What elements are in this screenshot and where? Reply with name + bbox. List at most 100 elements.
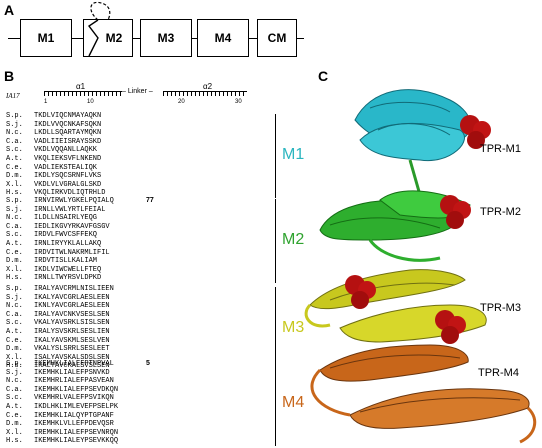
motif-label: M2 bbox=[282, 231, 305, 248]
species-label: A.t. bbox=[6, 155, 23, 163]
tick-10: 10 bbox=[87, 99, 94, 105]
alignment-row: A.t.IKDLHKLIMLEVEFPSELPK bbox=[6, 403, 118, 412]
sequence: VKDLVLVGRALGLSKD bbox=[34, 180, 102, 189]
species-label: S.p. bbox=[6, 197, 23, 205]
species-label: H.s. bbox=[6, 274, 23, 283]
domain-m2-label: M2 bbox=[105, 31, 123, 45]
species-label: C.e. bbox=[6, 336, 23, 345]
alpha2-helix bbox=[163, 91, 247, 96]
sequence: IKALYAVSKMLSESLVEN bbox=[34, 336, 110, 345]
alignment-row: S.c. VKEMHRLVALEFPSVIKQN bbox=[6, 394, 114, 403]
species-label: S.j. bbox=[6, 368, 23, 377]
sequence: IRNLIRYYKLALLAKQ bbox=[34, 240, 102, 248]
species-label: H.s. bbox=[6, 362, 23, 371]
sequence: IKEMHKLVLLEFPDEVQSR bbox=[34, 420, 114, 429]
species-label: C.a. bbox=[6, 310, 23, 319]
alignment-row: C.e. IKALYAVSKMLSESLVEN bbox=[6, 337, 110, 346]
tpr-label-m3: TPR-M3 bbox=[480, 302, 521, 314]
motif-label: M4 bbox=[282, 394, 305, 411]
species-label: S.j. bbox=[6, 293, 23, 302]
species-label: X.l. bbox=[6, 265, 23, 274]
species-label: D.m. bbox=[6, 257, 23, 266]
sequence: IKDLYSQCSRNFLVKS bbox=[34, 172, 102, 181]
linker-label: – Linker – bbox=[122, 88, 153, 95]
sequence: TKDLVIQCNMAYAQKN bbox=[34, 112, 102, 120]
alignment-row: A.t.IRNLIRYYKLALLAKQ bbox=[6, 240, 101, 249]
sequence: VKALYAVSRKLSISLSEN bbox=[34, 319, 110, 328]
alpha1-label: α1 bbox=[76, 82, 86, 91]
sequence: IRNLLTWYRSVLDPKD bbox=[34, 274, 102, 283]
species-label: C.e. bbox=[6, 411, 23, 420]
alignment-row: C.a.IRALYAVCNKVSESLSEN bbox=[6, 311, 110, 320]
sequence: ILDLLNSAIRLYEQG bbox=[34, 214, 98, 223]
species-label: S.j. bbox=[6, 205, 23, 214]
sequence: IRNVIRWLYGKELPQIALQ bbox=[34, 197, 114, 205]
alignment-row: S.c.IRDVLFWVCSFFEKQ bbox=[6, 231, 97, 240]
alignment-row: N.c.IKEMHRLIALEFPASVEAN bbox=[6, 377, 114, 386]
species-label: X.l. bbox=[6, 353, 23, 362]
sequence: VKQLIRKVDLIQTRHLD bbox=[34, 189, 106, 198]
alignment-row: N.c. IKNLYAVCGRLAESLEEN bbox=[6, 302, 110, 311]
alignment-row: S.j.IKEMHKLIALEFPSNVKD bbox=[6, 369, 110, 378]
tpr-label-m2: TPR-M2 bbox=[480, 206, 521, 218]
species-label: C.a. bbox=[6, 222, 23, 231]
species-label: D.m. bbox=[6, 420, 23, 429]
species-label: N.c. bbox=[6, 302, 23, 311]
spheres-m2 bbox=[440, 195, 471, 229]
tpr-structure bbox=[304, 89, 537, 444]
species-label: H.s. bbox=[6, 437, 23, 446]
alignment-row: N.c. ILDLLNSAIRLYEQG bbox=[6, 214, 97, 223]
species-label: S.j. bbox=[6, 120, 23, 129]
sequence: IKALYAVCKALSVSLSEN bbox=[34, 362, 110, 371]
domain-box-m3: M3 bbox=[140, 19, 192, 57]
species-label: N.c. bbox=[6, 214, 23, 223]
alignment-row: D.m. IRDVTISLLKALIAM bbox=[6, 257, 97, 266]
sequence: IRDVITWLNAKRMLIFIL bbox=[34, 248, 110, 257]
sequence: IKNLYAVCGRLAESLEEN bbox=[34, 302, 110, 311]
tpr-label-m4: TPR-M4 bbox=[478, 367, 519, 379]
alignment-row: C.e. IKEMHKLIALQYPTGPANF bbox=[6, 412, 114, 421]
species-label: C.a. bbox=[6, 137, 23, 146]
species-label: S.p. bbox=[6, 112, 23, 120]
sequence: IKEMHKLIALEFPTNPVAL bbox=[34, 360, 114, 368]
species-label: S.c. bbox=[6, 394, 23, 403]
alignment-row: X.l.VKDLVLVGRALGLSKD bbox=[6, 181, 101, 190]
alpha1-helix bbox=[44, 91, 122, 96]
motif-bracket bbox=[275, 199, 276, 283]
species-label: A.t. bbox=[6, 328, 23, 336]
sequence: VKEMHRLVALEFPSVIKQN bbox=[34, 394, 114, 403]
sequence: IKEMHKLIALQYPTGPANF bbox=[34, 411, 114, 420]
alignment-row: H.s. IRNLLTWYRSVLDPKD bbox=[6, 274, 101, 283]
alignment-row: S.p. TKDLVIQCNMAYAQKN bbox=[6, 112, 101, 121]
motif-bracket bbox=[275, 114, 276, 198]
helix-m4 bbox=[310, 344, 537, 444]
domain-box-cm: CM bbox=[257, 19, 297, 57]
alignment-row: C.a.IKEMHKLIALEFPSEVDKQN bbox=[6, 386, 118, 395]
sequence: ISALYAVSKALSDSLSEN bbox=[34, 353, 110, 362]
helix-m1 bbox=[354, 89, 472, 196]
species-label: C.e. bbox=[6, 248, 23, 257]
insert-number: 77 bbox=[146, 197, 154, 204]
spheres-m1 bbox=[460, 115, 491, 149]
sequence-code: IA17 bbox=[6, 92, 20, 100]
sequence: VADLIEKSTEALIQK bbox=[34, 163, 98, 172]
domain-box-m1: M1 bbox=[20, 19, 72, 57]
sequence: IRALYSVSKRLSESLIEN bbox=[34, 328, 110, 336]
panel-label-b: B bbox=[4, 68, 15, 84]
species-label: S.p. bbox=[6, 360, 23, 368]
species-label: N.c. bbox=[6, 377, 23, 386]
sequence: IRDVTISLLKALIAM bbox=[34, 257, 98, 266]
alignment-row: C.a.VADLIIEISRAYSSKD bbox=[6, 138, 101, 147]
species-label: S.c. bbox=[6, 319, 23, 328]
alignment-row: D.m.VKALYSLSRRLSESLEET bbox=[6, 345, 110, 354]
alignment-row: S.p. IKEMHKLIALEFPTNPVAL bbox=[6, 360, 114, 369]
sequence: IEDLIKGVYRKAVFGSGV bbox=[34, 222, 110, 231]
sequence: IREMHKLIALEFPSEVNRQN bbox=[34, 428, 119, 437]
species-label: C.e. bbox=[6, 163, 23, 172]
sequence: IRALYAVCRMLNISLIEEN bbox=[34, 285, 114, 293]
sequence: IKDLHKLIMLEVEFPSELPK bbox=[34, 403, 119, 411]
sequence: IRNLLVWLYRTLFEIAL bbox=[34, 205, 106, 214]
alignment-row: C.a. IEDLIKGVYRKAVFGSGV bbox=[6, 223, 110, 232]
spheres-m3 bbox=[345, 275, 466, 344]
alignment-row: S.j.IKALYAVCGRLAESLEEN bbox=[6, 294, 110, 303]
